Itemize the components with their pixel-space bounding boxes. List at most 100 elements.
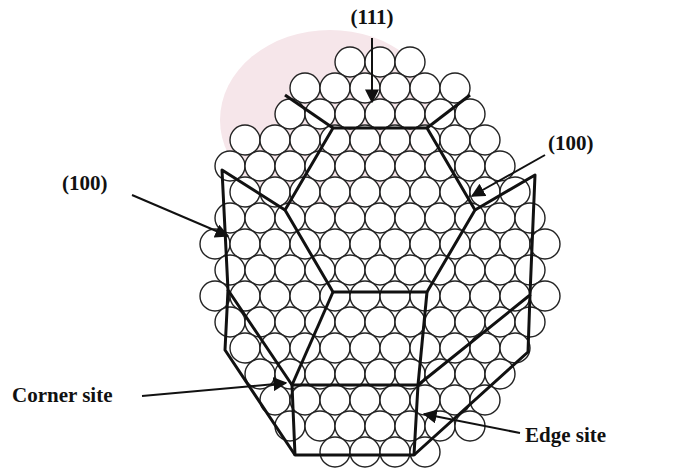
atom-sphere xyxy=(335,307,365,337)
facet-edge xyxy=(427,95,470,128)
atom-sphere xyxy=(440,125,470,155)
leader-arrow xyxy=(424,414,520,433)
atom-sphere xyxy=(395,47,425,77)
facet-111-outline xyxy=(285,128,475,292)
atom-sphere xyxy=(260,229,290,259)
atom-sphere xyxy=(410,177,440,207)
leader-arrow xyxy=(132,195,228,236)
facet-edge xyxy=(418,175,535,385)
atom-sphere xyxy=(335,151,365,181)
atom-sphere xyxy=(365,151,395,181)
atom-sphere xyxy=(215,203,245,233)
atom-sphere xyxy=(350,229,380,259)
atom-sphere xyxy=(320,437,350,467)
atom-sphere xyxy=(365,203,395,233)
atom-sphere xyxy=(485,203,515,233)
atom-sphere xyxy=(350,177,380,207)
atom-sphere xyxy=(290,125,320,155)
atom-sphere xyxy=(305,411,335,441)
atom-sphere xyxy=(410,229,440,259)
atom-sphere xyxy=(335,99,365,129)
atom-sphere xyxy=(485,151,515,181)
atom-spheres xyxy=(200,47,560,467)
site-label: Corner site xyxy=(12,384,113,407)
atom-sphere xyxy=(380,281,410,311)
atom-sphere xyxy=(380,437,410,467)
atom-sphere xyxy=(230,281,260,311)
atom-sphere xyxy=(335,411,365,441)
atom-sphere xyxy=(230,125,260,155)
leader-arrow xyxy=(472,155,545,196)
atom-sphere xyxy=(455,255,485,285)
atom-sphere xyxy=(350,73,380,103)
atom-sphere xyxy=(530,281,560,311)
atom-sphere xyxy=(335,203,365,233)
atom-sphere xyxy=(410,385,440,415)
atom-sphere xyxy=(275,411,305,441)
atom-sphere xyxy=(245,151,275,181)
atom-sphere xyxy=(500,333,530,363)
atom-sphere xyxy=(425,203,455,233)
facet-100-outline xyxy=(292,385,418,455)
atom-sphere xyxy=(530,229,560,259)
atom-sphere xyxy=(410,73,440,103)
atom-sphere xyxy=(275,307,305,337)
atom-sphere xyxy=(455,307,485,337)
atom-sphere xyxy=(455,151,485,181)
atom-sphere xyxy=(305,203,335,233)
atom-sphere xyxy=(470,281,500,311)
atom-sphere xyxy=(320,333,350,363)
facet-edge xyxy=(225,290,295,455)
atom-sphere xyxy=(380,73,410,103)
atom-sphere xyxy=(365,255,395,285)
atom-sphere xyxy=(350,281,380,311)
atom-sphere xyxy=(275,151,305,181)
leader-arrow xyxy=(142,383,286,396)
leader-arrow xyxy=(371,38,373,102)
atom-sphere xyxy=(350,437,380,467)
atom-sphere xyxy=(320,229,350,259)
atom-sphere xyxy=(485,359,515,389)
atom-sphere xyxy=(395,203,425,233)
facet-edge xyxy=(418,292,427,385)
facet-edge xyxy=(292,292,333,385)
atom-sphere xyxy=(350,333,380,363)
atom-sphere xyxy=(395,307,425,337)
atom-sphere xyxy=(215,307,245,337)
atom-sphere xyxy=(230,333,260,363)
atom-sphere xyxy=(380,177,410,207)
atom-sphere xyxy=(440,281,470,311)
atom-sphere xyxy=(215,255,245,285)
atom-sphere xyxy=(365,411,395,441)
atom-sphere xyxy=(320,281,350,311)
atom-sphere xyxy=(485,255,515,285)
atom-sphere xyxy=(455,359,485,389)
facet-label: (111) xyxy=(350,6,393,29)
atom-sphere xyxy=(470,229,500,259)
facet-outlines xyxy=(222,95,535,455)
atom-sphere xyxy=(200,281,230,311)
atom-sphere xyxy=(470,125,500,155)
atom-sphere xyxy=(395,99,425,129)
atom-sphere xyxy=(290,73,320,103)
atom-sphere xyxy=(380,385,410,415)
atom-sphere xyxy=(515,203,545,233)
atom-sphere xyxy=(275,99,305,129)
atom-sphere xyxy=(365,99,395,129)
facet-edge xyxy=(222,170,292,385)
atom-sphere xyxy=(365,47,395,77)
atom-sphere xyxy=(395,255,425,285)
atom-sphere xyxy=(440,385,470,415)
atom-sphere xyxy=(245,203,275,233)
facet-label: (100) xyxy=(62,172,108,195)
atom-sphere xyxy=(350,385,380,415)
watermark-emblem xyxy=(220,30,440,210)
atom-sphere xyxy=(380,333,410,363)
atom-sphere xyxy=(260,125,290,155)
atom-sphere xyxy=(425,307,455,337)
atom-sphere xyxy=(395,411,425,441)
atom-sphere xyxy=(470,333,500,363)
atom-sphere xyxy=(320,73,350,103)
atom-sphere xyxy=(245,255,275,285)
atom-sphere xyxy=(290,281,320,311)
